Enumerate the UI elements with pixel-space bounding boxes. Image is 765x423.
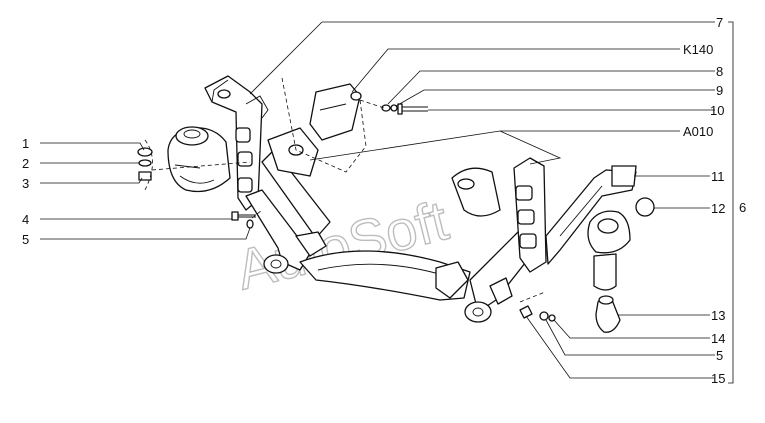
cross-beam	[299, 250, 471, 301]
label-14: 14	[711, 331, 725, 346]
right-upper-bracket	[451, 157, 547, 273]
label-3: 3	[22, 176, 29, 191]
leader-1	[40, 142, 145, 151]
right-fasteners	[519, 305, 556, 322]
label-1: 1	[22, 136, 29, 151]
label-12: 12	[711, 201, 725, 216]
label-4: 4	[22, 212, 29, 227]
right-longitudinal-arm	[545, 165, 637, 265]
label-9: 9	[716, 83, 723, 98]
leader-7	[249, 21, 715, 95]
label-7: 7	[716, 15, 723, 30]
left-upper-bracket	[204, 75, 269, 211]
label-5b: 5	[716, 348, 723, 363]
leader-15	[525, 315, 715, 379]
left-bolt	[231, 211, 256, 229]
label-2: 2	[22, 156, 29, 171]
leader-A010b	[499, 130, 562, 165]
part-13-bump-stop	[595, 295, 621, 333]
label-13: 13	[711, 308, 725, 323]
label-15: 15	[711, 371, 725, 386]
leader-5a	[40, 227, 251, 240]
center-bracket	[267, 83, 362, 177]
optional-part-outline	[281, 77, 367, 173]
upper-fasteners	[381, 103, 428, 115]
left-spring-mount	[167, 126, 231, 193]
group-6-bracket	[728, 21, 734, 384]
leader-A010	[309, 130, 680, 161]
label-6: 6	[739, 200, 746, 215]
leader-K140	[351, 48, 680, 93]
part-12-cap	[635, 197, 655, 217]
leader-8	[387, 70, 715, 105]
label-8: 8	[716, 64, 723, 79]
leader-3	[40, 177, 143, 184]
leader-14	[553, 319, 710, 339]
right-trailing-arm	[464, 229, 541, 323]
left-fasteners	[137, 147, 153, 181]
leader-9	[395, 89, 715, 107]
label-K140: K140	[683, 42, 713, 57]
label-A010: A010	[683, 124, 713, 139]
label-5a: 5	[22, 232, 29, 247]
leader-5b	[545, 319, 715, 356]
label-10: 10	[710, 103, 724, 118]
right-spring-mount	[587, 210, 631, 291]
label-11: 11	[711, 169, 725, 184]
